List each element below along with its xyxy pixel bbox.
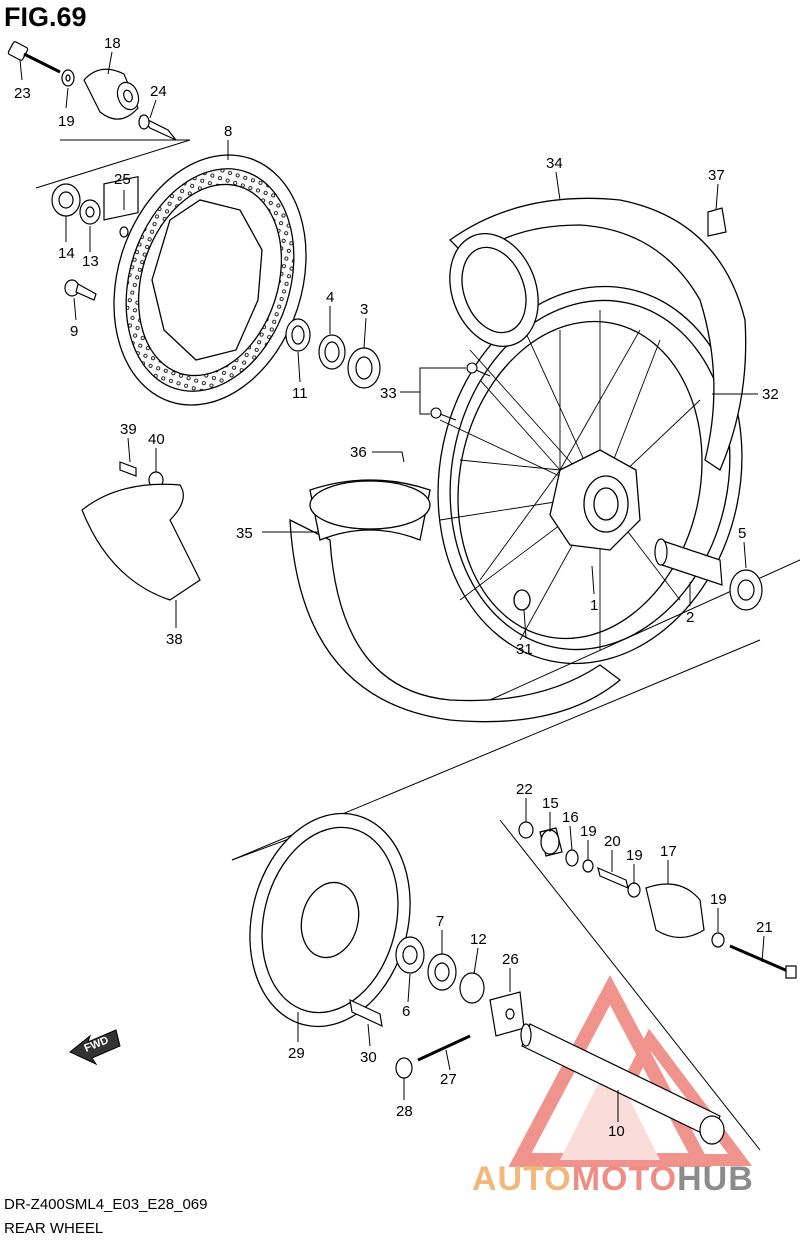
callout-27: 27 <box>440 1071 457 1088</box>
callout-40: 40 <box>148 431 165 448</box>
watermark-text: AUTOMOTOHUB <box>472 1160 754 1199</box>
figure-title: FIG.69 <box>4 2 87 32</box>
sprocket-side-hardware <box>349 936 525 1079</box>
wheel-hub <box>513 449 641 611</box>
watermark-part-auto: AUTO <box>472 1160 572 1198</box>
callout-19-b: 19 <box>580 823 597 840</box>
callout-29: 29 <box>288 1045 305 1062</box>
callout-13: 13 <box>82 253 99 270</box>
callout-11: 11 <box>292 385 308 402</box>
axle-spacer-group <box>654 538 763 611</box>
rear-tire <box>448 197 747 471</box>
callout-12: 12 <box>470 931 487 948</box>
callout-20: 20 <box>604 833 621 850</box>
watermark-logo <box>508 975 752 1167</box>
figure-name: REAR WHEEL <box>4 1220 104 1237</box>
callout-31: 31 <box>516 641 533 658</box>
callout-37: 37 <box>708 167 725 184</box>
watermark-part-moto: MOTO <box>571 1160 678 1198</box>
callout-labels: 23 18 19 24 8 25 14 13 9 4 3 11 34 37 33… <box>14 35 779 1140</box>
callout-19-d: 19 <box>710 891 727 908</box>
callout-3: 3 <box>360 301 368 318</box>
callout-17: 17 <box>660 843 677 860</box>
callout-32: 32 <box>762 386 779 403</box>
callout-15: 15 <box>542 795 559 812</box>
callout-24: 24 <box>150 83 167 100</box>
callout-9: 9 <box>70 323 78 340</box>
callout-38: 38 <box>166 631 183 648</box>
disc-fastener-group <box>51 175 139 301</box>
valve-cap <box>707 207 727 237</box>
forward-direction-arrow: FWD <box>69 1029 121 1066</box>
callout-18: 18 <box>104 35 121 52</box>
callout-10: 10 <box>608 1123 625 1140</box>
callout-21: 21 <box>756 919 773 936</box>
callout-8: 8 <box>224 123 232 140</box>
callout-16: 16 <box>562 809 579 826</box>
callout-23: 23 <box>14 85 31 102</box>
callout-30: 30 <box>360 1049 377 1066</box>
callout-36: 36 <box>350 444 367 461</box>
hub-bearing-group <box>285 318 381 389</box>
leader-lines <box>19 51 765 1122</box>
callout-39: 39 <box>120 421 137 438</box>
callout-2: 2 <box>686 609 694 626</box>
disc-cover-group <box>81 461 201 601</box>
rear-sprocket <box>249 812 411 1028</box>
callout-33: 33 <box>380 385 397 402</box>
rear-wheel-rim <box>437 285 743 665</box>
callout-34: 34 <box>546 155 563 172</box>
model-code: DR-Z400SML4_E03_E28_069 <box>4 1196 208 1213</box>
inner-tube <box>289 479 622 723</box>
callout-6: 6 <box>402 1003 410 1020</box>
watermark-part-hub: HUB <box>677 1160 754 1198</box>
rear-axle <box>520 1023 725 1145</box>
callout-25: 25 <box>114 171 131 188</box>
callout-19: 19 <box>58 113 75 130</box>
rear-axle-collar-group <box>7 41 177 141</box>
callout-5: 5 <box>738 525 746 542</box>
callout-14: 14 <box>58 245 75 262</box>
callout-19-c: 19 <box>626 847 643 864</box>
spoke-nipples <box>430 362 491 421</box>
callout-22: 22 <box>516 781 533 798</box>
callout-28: 28 <box>396 1103 413 1120</box>
callout-1: 1 <box>590 597 598 614</box>
callout-26: 26 <box>502 951 519 968</box>
callout-7: 7 <box>436 913 444 930</box>
callout-4: 4 <box>326 289 334 306</box>
chain-adjuster-group <box>518 821 797 979</box>
brake-disc <box>113 154 307 406</box>
callout-35: 35 <box>236 525 253 542</box>
